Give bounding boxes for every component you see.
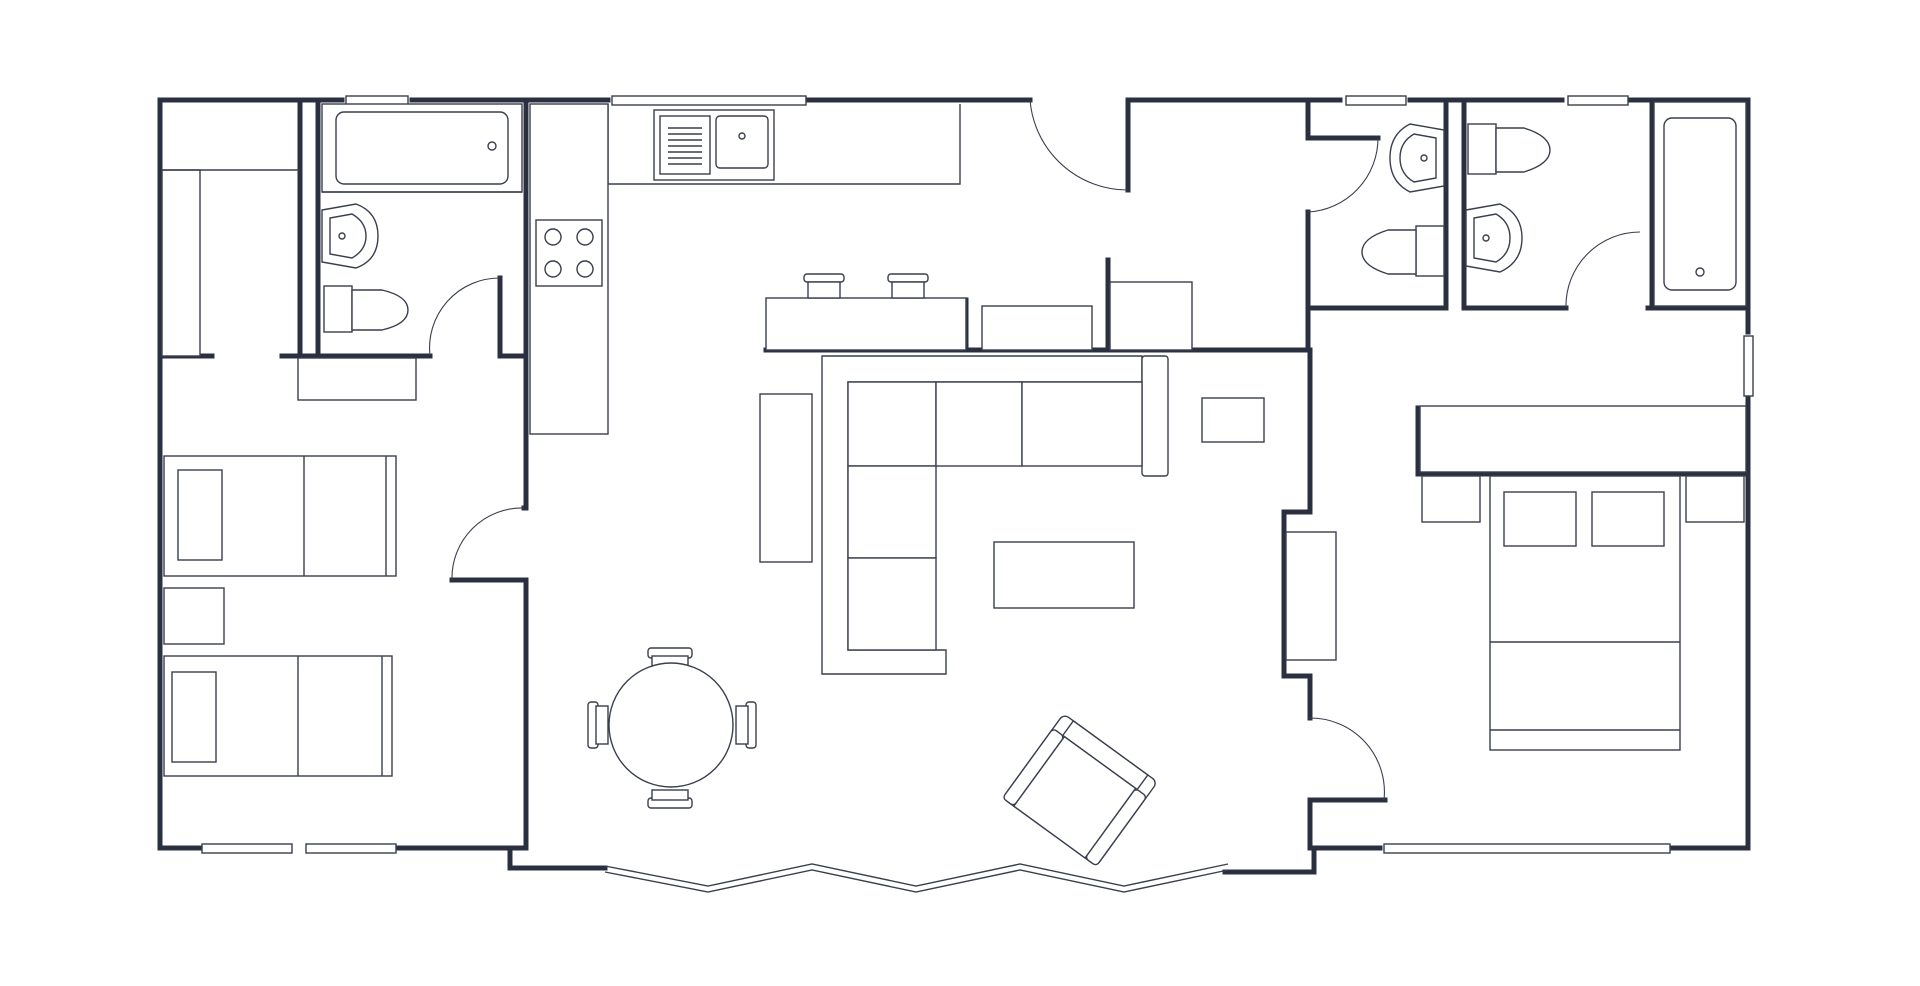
- entry-cabinet: [1109, 281, 1193, 351]
- toilet-icon: [323, 285, 409, 333]
- window-ensuite: [1567, 95, 1629, 106]
- master-bedroom: [1419, 405, 1747, 751]
- window-bedroom1-b: [305, 843, 397, 854]
- wall-bath1-right: [497, 275, 527, 359]
- exterior-wall-bottom-right: [1307, 797, 1388, 851]
- twin-bed-icon: [163, 655, 393, 777]
- wall-shower-left: [1305, 97, 1381, 141]
- sink-icon: [1465, 203, 1523, 273]
- door-swing-bath1: [428, 277, 501, 357]
- ensuite: [1465, 101, 1747, 307]
- tv-unit: [759, 393, 813, 563]
- toilet-icon: [1467, 123, 1551, 175]
- dining-table-icon: [587, 647, 757, 809]
- sink-icon: [321, 203, 379, 269]
- wardrobe: [1419, 405, 1747, 473]
- bathtub-icon: [321, 103, 523, 193]
- armchair-icon: [1003, 715, 1156, 866]
- coffee-table: [993, 541, 1135, 609]
- window-master-south: [1383, 843, 1671, 854]
- windows: [201, 95, 1754, 893]
- exterior-wall-bottom-living: [1222, 845, 1317, 875]
- door-swing-shower: [1307, 137, 1379, 213]
- bifold-doors: [604, 869, 1229, 893]
- nightstand: [163, 587, 225, 645]
- living-dining: [587, 355, 1337, 866]
- bedroom-twin: [161, 169, 417, 777]
- hall-console: [1285, 531, 1337, 661]
- door-swing-ensuite: [1565, 231, 1641, 309]
- sofa-icon: [821, 355, 1169, 675]
- bathtub-icon: [1653, 101, 1747, 307]
- wardrobe: [161, 169, 201, 357]
- window-bedroom-east: [1743, 335, 1754, 397]
- exterior-wall-bottom-left-b: [392, 845, 608, 871]
- twin-bed-icon: [163, 455, 397, 577]
- nightstand: [1685, 475, 1745, 523]
- nightstand: [1421, 475, 1481, 523]
- appliance-cabinet: [981, 305, 1093, 351]
- breakfast-bar: [765, 297, 967, 351]
- bifold-doors-inner: [604, 863, 1229, 887]
- door-swing-entry: [1029, 99, 1129, 191]
- bathroom: [321, 103, 523, 333]
- wall-bedroom1-right-top: [521, 97, 529, 511]
- bath1-cabinet: [297, 357, 417, 401]
- window-kitchen: [611, 95, 807, 106]
- window-bedroom1-a: [201, 843, 293, 854]
- sink-icon: [653, 109, 775, 181]
- kitchen: [529, 103, 1193, 435]
- exterior-wall-top-ensuite: [1627, 97, 1751, 335]
- toilet-icon: [1361, 225, 1445, 277]
- double-bed-icon: [1489, 475, 1681, 751]
- door-swing-bedroom1: [451, 507, 525, 581]
- sink-icon: [1389, 123, 1445, 193]
- side-table: [1201, 397, 1265, 443]
- cooktop-icon: [535, 219, 603, 287]
- window-shower: [1345, 95, 1407, 106]
- shower-room: [1361, 123, 1445, 277]
- wall-living-right-top: [1281, 347, 1313, 721]
- wall-wardrobe-top: [1415, 405, 1751, 477]
- doors: [428, 99, 1641, 801]
- wall-bedroom1-right-bottom: [449, 577, 529, 851]
- door-swing-master: [1309, 717, 1385, 801]
- exterior-wall-left: [157, 97, 345, 851]
- exterior-wall-right: [1667, 395, 1751, 851]
- bar-stool-icon: [887, 273, 929, 299]
- bar-stool-icon: [803, 273, 845, 299]
